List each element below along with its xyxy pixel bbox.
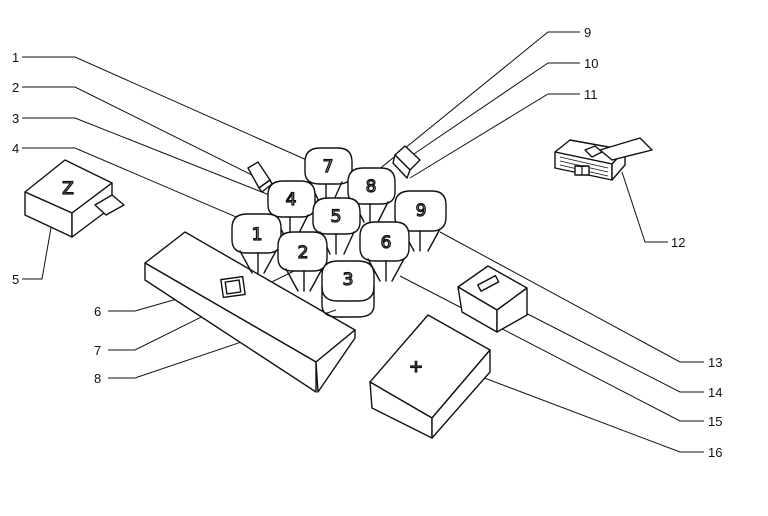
- key-1: 1: [231, 213, 282, 274]
- callout-13: 13: [708, 355, 722, 370]
- key-2-label: 2: [298, 243, 309, 263]
- key-3: 3: [321, 260, 375, 318]
- key-7-label: 7: [323, 157, 334, 177]
- callout-8: 8: [94, 371, 101, 386]
- key-9-label: 9: [416, 201, 427, 221]
- t-switch-assembly: T: [554, 137, 653, 181]
- callout-9: 9: [584, 25, 591, 40]
- small-tab-right: [392, 145, 421, 179]
- key-6: 6: [359, 221, 410, 282]
- minus-key: [457, 265, 528, 333]
- key-4-label: 4: [286, 190, 297, 210]
- callout-4: 4: [12, 141, 19, 156]
- plus-key: +: [369, 314, 491, 439]
- key-4: 4: [267, 180, 316, 236]
- small-t-label: T: [578, 163, 586, 178]
- callout-5: 5: [12, 272, 19, 287]
- plus-key-label: +: [409, 357, 423, 377]
- callout-2: 2: [12, 80, 19, 95]
- callout-3: 3: [12, 111, 19, 126]
- callout-12: 12: [671, 235, 685, 250]
- callout-10: 10: [584, 56, 598, 71]
- key-5-label: 5: [331, 207, 342, 227]
- key-1-label: 1: [252, 225, 263, 245]
- callout-6: 6: [94, 304, 101, 319]
- callout-1: 1: [12, 50, 19, 65]
- long-bar-key: [144, 231, 356, 393]
- callout-16: 16: [708, 445, 722, 460]
- key-5: 5: [312, 197, 361, 255]
- key-8: 8: [347, 167, 396, 223]
- key-3-label: 3: [343, 270, 354, 290]
- callout-11: 11: [584, 87, 598, 102]
- key-6-label: 6: [381, 233, 392, 253]
- callout-7: 7: [94, 343, 101, 358]
- callout-labels: 1 2 3 4 5 6 7 8 9 10 11 12 13 14 15 16: [12, 25, 722, 460]
- z-key-label: Z: [62, 179, 74, 199]
- z-key: Z: [24, 159, 125, 238]
- callout-15: 15: [708, 414, 722, 429]
- key-8-label: 8: [366, 177, 377, 197]
- callout-14: 14: [708, 385, 722, 400]
- key-2: 2: [277, 231, 328, 292]
